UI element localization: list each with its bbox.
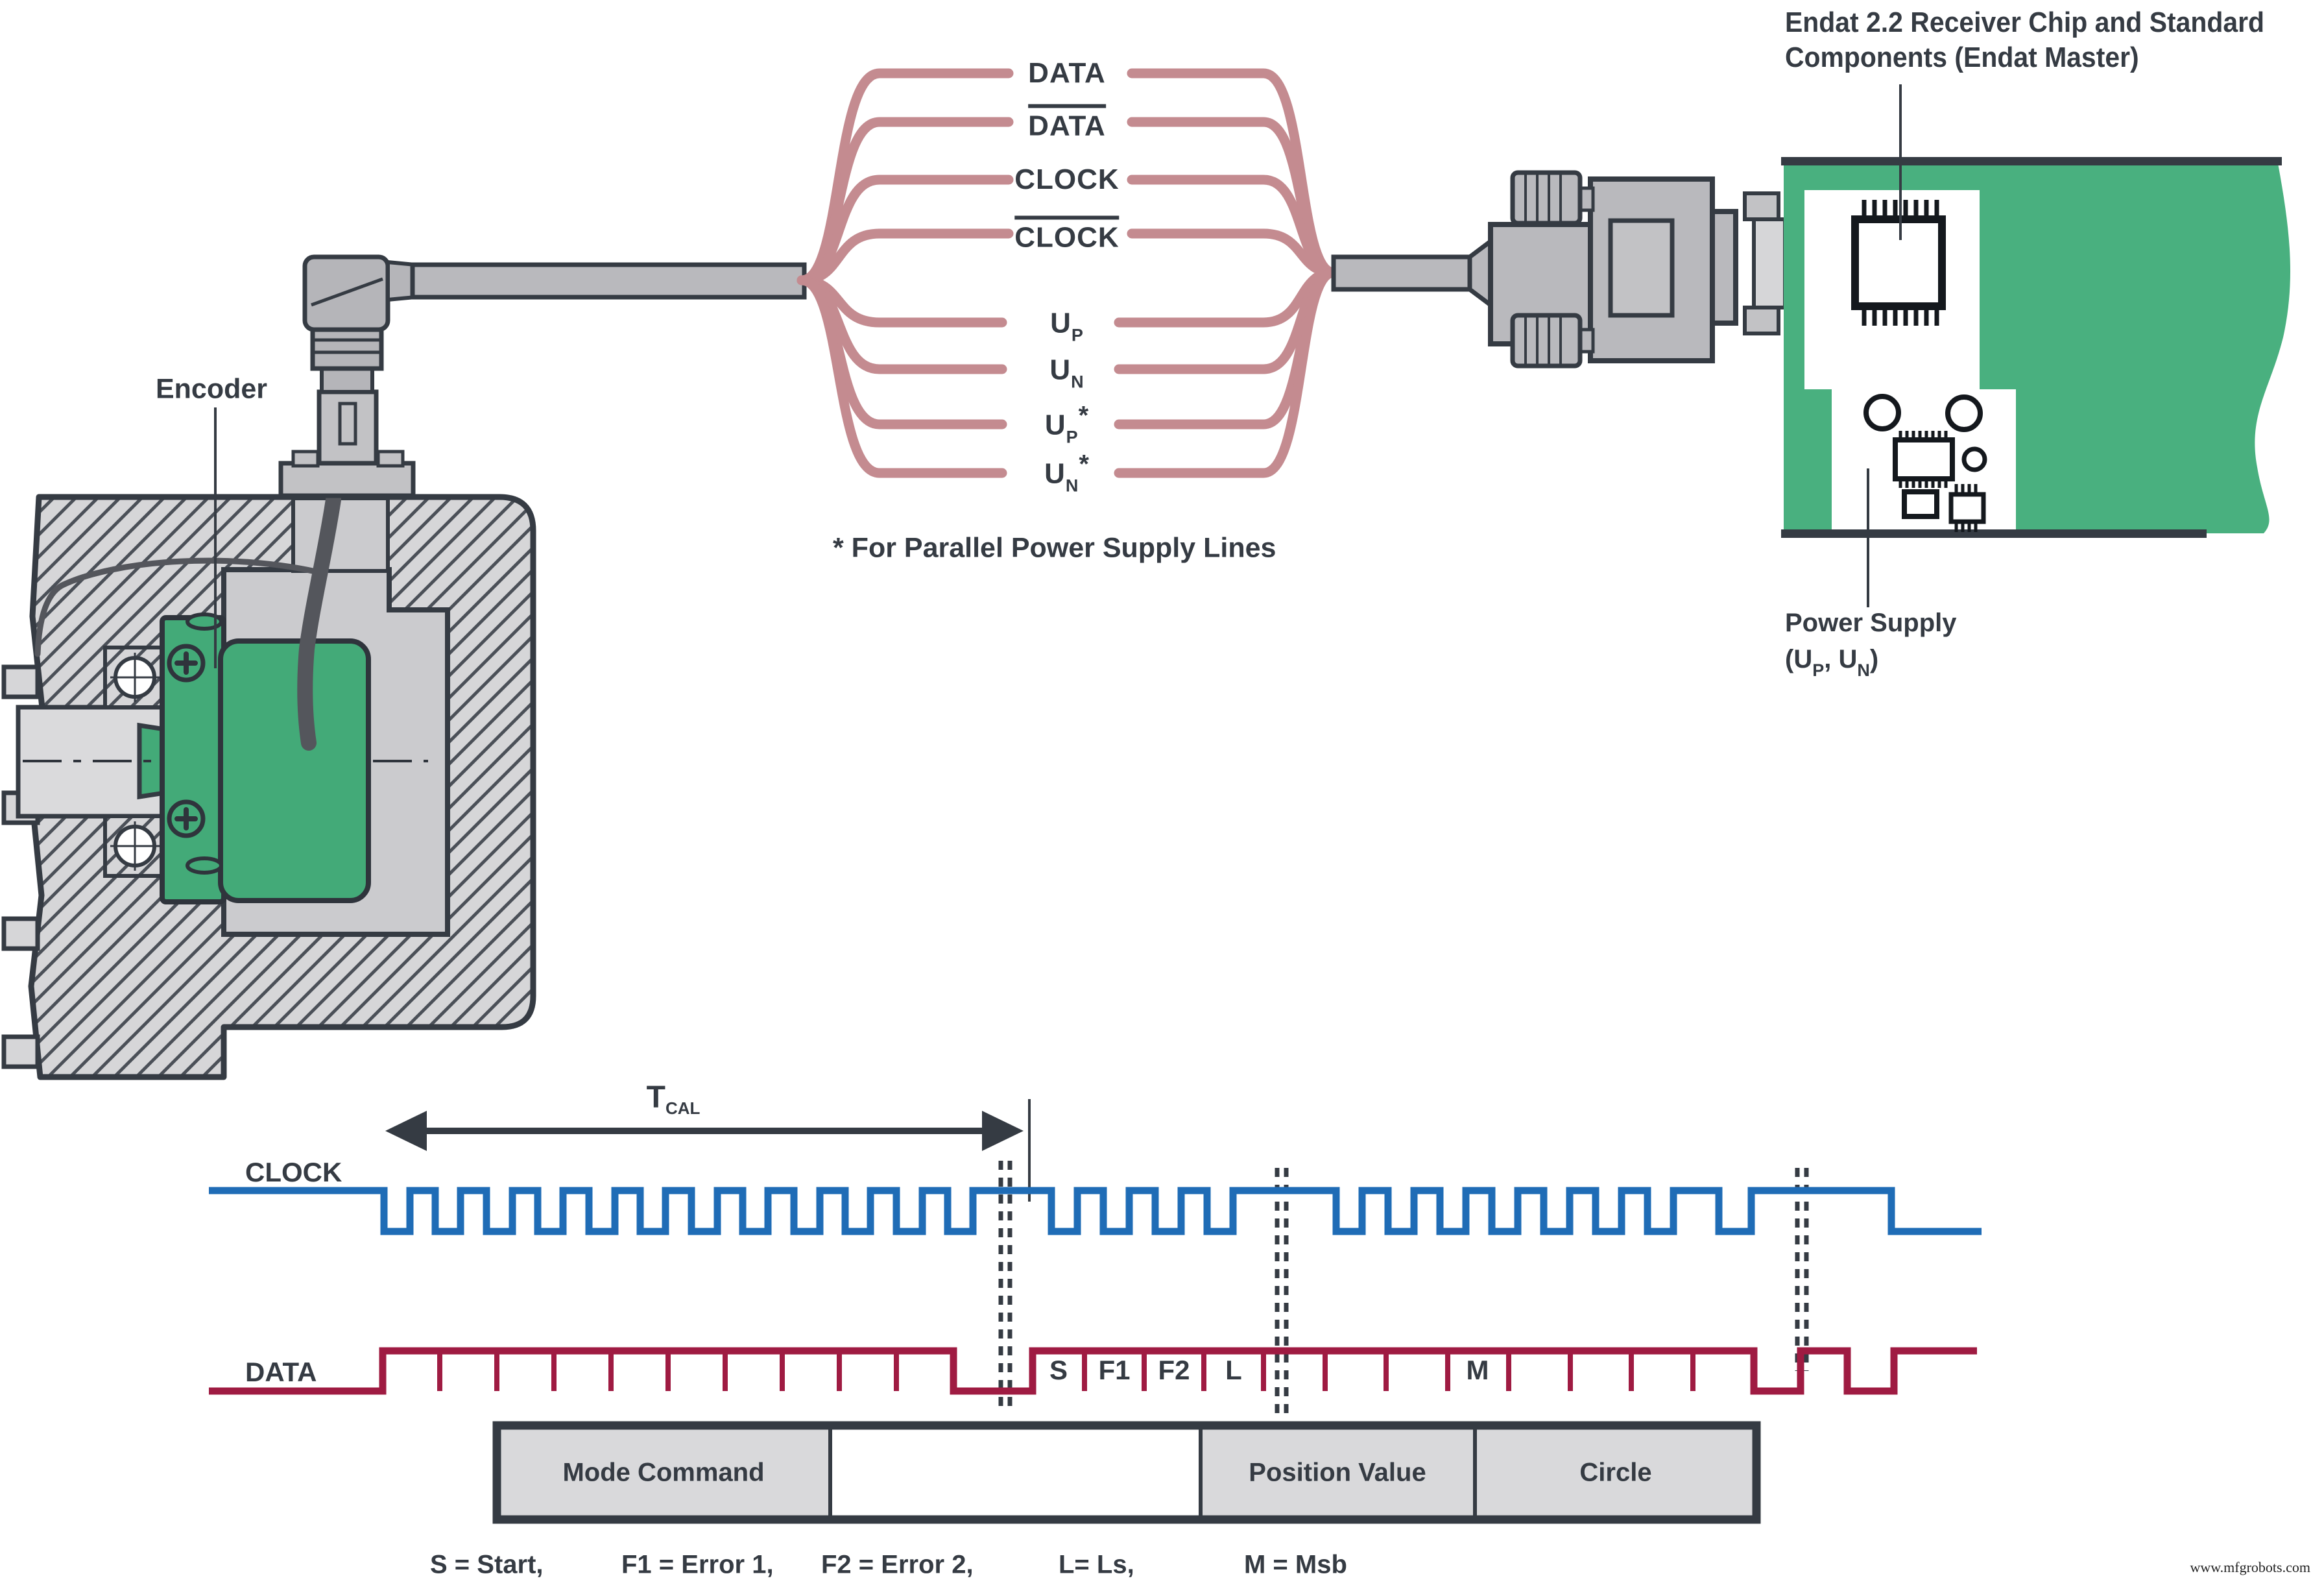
signal-cable-left [410, 262, 807, 300]
signal-label-data-bar: DATA [1028, 104, 1106, 143]
dsub-front-flange [1710, 209, 1738, 326]
coupling-ridges [313, 338, 381, 354]
legend-item-start: S = Start, [430, 1550, 544, 1579]
thumbscrew-top [1510, 170, 1595, 226]
receiver-title-line2: Components (Endat Master) [1785, 42, 2139, 73]
receiver-chip [1851, 200, 1946, 326]
legend-item-ls: L= Ls, [1059, 1550, 1134, 1579]
tcal-arrow [385, 1099, 1031, 1202]
wire-fan-right [1114, 68, 1339, 478]
encoder-body [218, 638, 371, 903]
signal-label-up-star: UP* [1044, 401, 1090, 447]
internal-wire [34, 557, 328, 657]
legend-item-msb: M = Msb [1244, 1550, 1347, 1579]
encoder-rim-bottom [186, 856, 223, 875]
torx-screw-lower [167, 799, 206, 838]
cable-strain-relief [1467, 237, 1493, 309]
parallel-power-note: * For Parallel Power Supply Lines [833, 532, 1276, 564]
bearing-lower [110, 821, 160, 871]
bit-label-f2: F2 [1158, 1355, 1190, 1385]
data-waveform-label: DATA [245, 1357, 317, 1387]
signal-label-data: DATA [1028, 57, 1106, 89]
sample-markers [998, 1161, 1809, 1414]
wire-fan-left [797, 68, 1014, 478]
arrowhead-left [385, 1111, 427, 1151]
flange-screw-right [376, 450, 405, 468]
pcb-top-edge [1781, 157, 2282, 165]
regulator-ic [1893, 431, 1955, 488]
pcb-bottom-edge [1781, 529, 2207, 538]
cable-gland-boss [291, 496, 390, 573]
via-left [1863, 394, 1901, 431]
frame-box-position-value [1201, 1425, 1475, 1520]
frame-box-blank [830, 1425, 1201, 1520]
encoder-label: Encoder [155, 373, 268, 405]
pcb-socket-tab-bottom [1743, 306, 1780, 335]
connector-flange [278, 461, 416, 498]
elbow-seam [311, 277, 383, 307]
dsub-body-panel [1608, 218, 1675, 318]
frame-section-mode-command: Mode Command [562, 1458, 765, 1487]
power-supply-components [1863, 394, 1987, 532]
signal-label-clock: CLOCK [1014, 164, 1120, 195]
arrowhead-right [982, 1111, 1024, 1151]
signal-cable-right [1331, 254, 1472, 292]
frame-box-circle [1475, 1425, 1756, 1520]
signal-label-up: UP [1050, 307, 1084, 345]
watermark: www.mfgrobots.com [2190, 1559, 2310, 1575]
bit-label-l: L [1225, 1355, 1242, 1385]
pcb-board [1781, 84, 2291, 607]
bit-label-m: M [1466, 1355, 1489, 1385]
wire-fan [797, 68, 1339, 478]
receptacle-slot [338, 402, 357, 446]
signal-label-un: UN [1049, 354, 1084, 392]
data-trace [209, 1347, 1977, 1395]
flange-screw-left [291, 450, 320, 468]
frame-box-mode-command [497, 1425, 830, 1520]
frame-section-circle: Circle [1579, 1458, 1652, 1487]
encoder-unit [34, 492, 371, 904]
small-ic [1948, 484, 1986, 532]
data-bit-dividers [437, 1351, 1695, 1391]
torx-screw-upper [167, 644, 206, 683]
tcal-label: TCAL [646, 1080, 701, 1118]
legend-item-error1: F1 = Error 1, [621, 1550, 774, 1579]
pcb-socket [1752, 217, 1787, 309]
clock-trace [209, 1187, 1982, 1235]
frame-section-boxes [492, 1421, 1761, 1524]
m12-connector [278, 254, 417, 498]
bit-label-f1: F1 [1098, 1355, 1131, 1385]
passive-component [1902, 489, 1939, 519]
plug-tip [320, 367, 374, 394]
via-right [1945, 394, 1983, 432]
power-supply-label: Power Supply [1785, 609, 1957, 637]
internal-cable [297, 492, 341, 751]
encoder-rim-top [186, 612, 223, 631]
signal-label-un-star: UN* [1044, 450, 1090, 496]
bearing-upper [110, 653, 160, 702]
dsub-connector [1331, 170, 1787, 369]
via-small [1961, 446, 1987, 472]
coupling-nut [310, 326, 384, 371]
signal-label-clock-bar: CLOCK [1014, 215, 1120, 254]
receiver-title-line1: Endat 2.2 Receiver Chip and Standard [1785, 6, 2265, 38]
frame-section-position-value: Position Value [1249, 1458, 1426, 1487]
thumbscrew-bottom [1510, 313, 1595, 369]
bit-label-s: S [1049, 1355, 1068, 1385]
timing-diagram [209, 1099, 1982, 1524]
clock-waveform-label: CLOCK [245, 1157, 342, 1187]
power-supply-pins: (UP, UN) [1785, 645, 1879, 680]
legend-item-error2: F2 = Error 2, [821, 1550, 974, 1579]
pcb-socket-tab-top [1743, 191, 1780, 221]
